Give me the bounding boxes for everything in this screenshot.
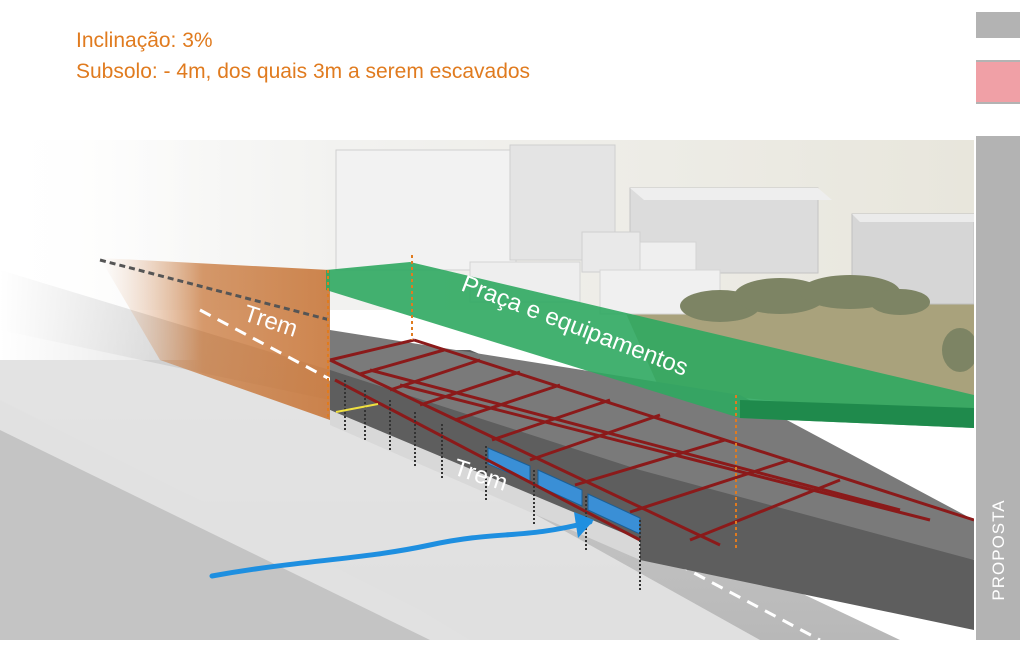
sidewalk-strip	[0, 330, 760, 640]
sidebar-label: PROPOSTA	[989, 499, 1008, 601]
support-posts	[344, 380, 641, 590]
platform-edge	[330, 410, 640, 560]
guide-lines	[327, 255, 737, 550]
sidebar-gap-lower	[976, 104, 1020, 136]
sidebar	[974, 0, 1024, 640]
sidebar-gap-top	[976, 0, 1020, 12]
sidebar-gap	[976, 38, 1020, 60]
flow-arrow-icon	[209, 519, 593, 579]
sidebar-highlight	[976, 62, 1020, 102]
plaza-slab-edge	[740, 400, 974, 428]
roof-structure	[329, 338, 975, 547]
flow-arrow-head	[574, 512, 594, 538]
tree-cluster	[680, 275, 978, 372]
left-fade	[0, 140, 200, 360]
caption-slope: Inclinação: 3%	[76, 29, 213, 52]
yellow-marker	[335, 403, 379, 413]
caption-basement: Subsolo: - 4m, dos quais 3m a serem esca…	[76, 60, 531, 83]
plaza-slab	[326, 262, 974, 428]
